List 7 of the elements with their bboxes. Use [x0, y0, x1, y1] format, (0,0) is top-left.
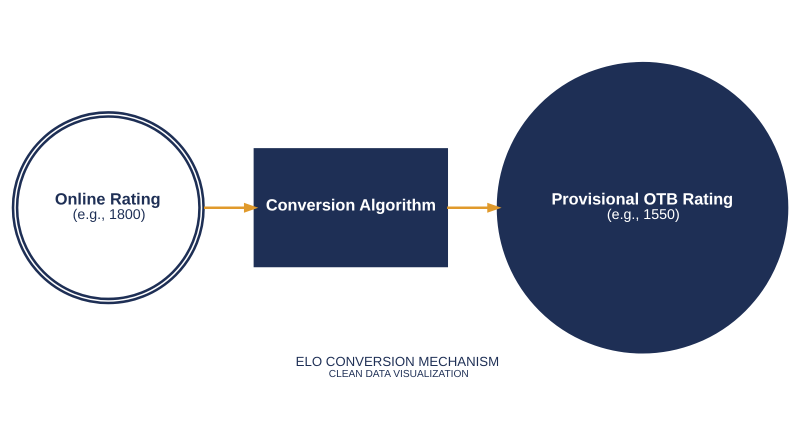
- arrow: [204, 202, 258, 213]
- diagram-title: ELO CONVERSION MECHANISM: [296, 354, 500, 370]
- caption: CLEAN DATA VISUALIZATION: [328, 368, 469, 380]
- arrow: [447, 202, 502, 213]
- node-circle: Online Rating (e.g., 1800): [12, 111, 205, 304]
- node-circle: Provisional OTB Rating (e.g., 1550): [496, 62, 788, 354]
- node-box: Conversion Algorithm: [254, 148, 448, 268]
